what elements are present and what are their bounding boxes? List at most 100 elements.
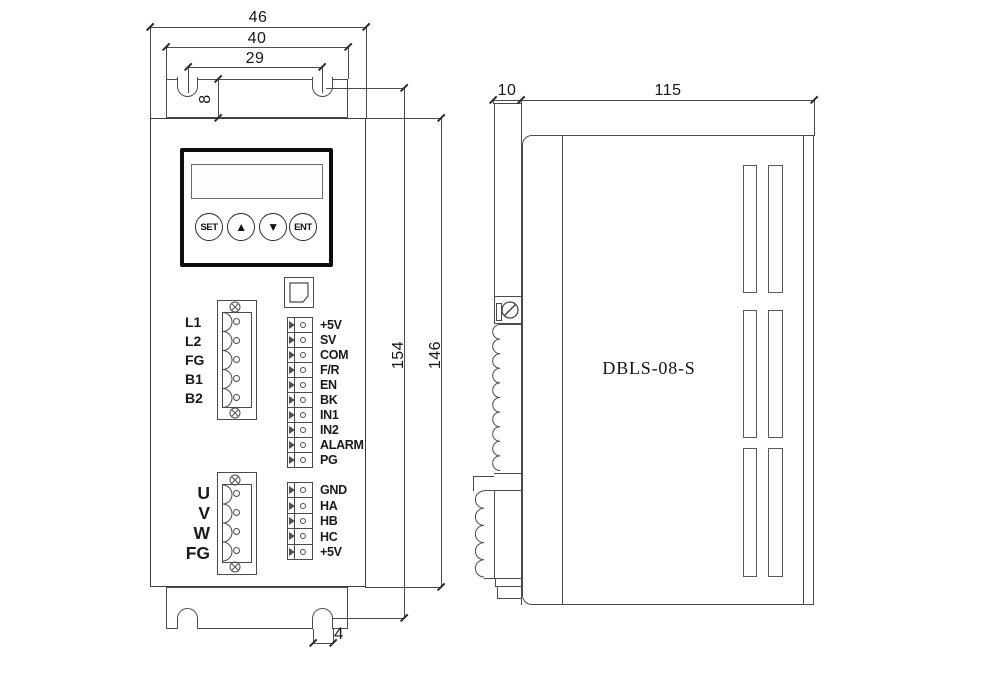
up-arrow-icon: ▲ bbox=[235, 220, 247, 234]
terminal-cell bbox=[288, 514, 312, 530]
extension-line bbox=[322, 67, 323, 93]
motor-terminal-label: V bbox=[198, 503, 210, 523]
io-terminal-label: +5V bbox=[320, 318, 342, 332]
io-terminal-label: IN1 bbox=[320, 408, 339, 422]
body-seam-line bbox=[562, 136, 563, 604]
extension-line bbox=[366, 27, 367, 118]
extension-line bbox=[348, 47, 349, 79]
set-button-label: SET bbox=[200, 221, 218, 233]
motor-terminal-label: U bbox=[197, 483, 210, 503]
screw-head-icon bbox=[501, 301, 519, 319]
terminal-pin bbox=[233, 337, 240, 344]
dim-line bbox=[441, 118, 442, 587]
lcd-screen bbox=[191, 164, 323, 199]
terminal-pin bbox=[233, 318, 240, 325]
hall-terminal-label: HB bbox=[320, 514, 338, 528]
power-terminal-label: FG bbox=[185, 352, 205, 368]
leader-line bbox=[326, 88, 404, 89]
pin-hole bbox=[300, 337, 306, 343]
terminal-pin bbox=[233, 394, 240, 401]
side-screw-box bbox=[494, 296, 522, 324]
hall-terminal-strip bbox=[287, 482, 313, 560]
dim-body-depth: 115 bbox=[654, 82, 682, 99]
connector-foot bbox=[495, 578, 522, 587]
side-screw-tab bbox=[496, 303, 502, 321]
down-button: ▼ bbox=[259, 213, 287, 241]
connector-edge bbox=[484, 490, 522, 491]
terminal-pin bbox=[233, 547, 240, 554]
wire-entry-arcs bbox=[222, 484, 233, 562]
vent-slot bbox=[743, 310, 757, 438]
flange-right-edge bbox=[521, 103, 522, 605]
dim-line bbox=[404, 88, 405, 618]
io-terminal-label: COM bbox=[320, 348, 349, 362]
extension-line bbox=[166, 47, 167, 79]
terminal-cell bbox=[288, 378, 312, 393]
terminal-cell bbox=[288, 333, 312, 348]
dim-line bbox=[188, 67, 323, 68]
power-plug-outline bbox=[222, 312, 252, 408]
connector-edge bbox=[494, 490, 495, 578]
leader-line bbox=[365, 587, 441, 588]
connector-edge bbox=[500, 324, 521, 325]
pin-hole bbox=[300, 487, 306, 494]
power-terminal-label: B1 bbox=[185, 371, 203, 387]
pin-hole bbox=[300, 367, 306, 373]
terminal-cell bbox=[288, 498, 312, 514]
extension-line bbox=[188, 67, 189, 93]
wire-entry-arcs bbox=[222, 312, 233, 408]
hall-terminal-label: HA bbox=[320, 499, 338, 513]
dim-flange-depth: 10 bbox=[497, 82, 517, 99]
step-line bbox=[497, 598, 522, 599]
step-line bbox=[473, 476, 474, 491]
strip-divider-line bbox=[294, 317, 295, 468]
extension-line bbox=[493, 100, 494, 104]
vent-slot bbox=[743, 448, 757, 577]
io-terminal-strip bbox=[287, 317, 313, 468]
dim-line bbox=[218, 79, 219, 118]
connector-scallops bbox=[474, 490, 485, 578]
top-mounting-slot bbox=[177, 77, 198, 97]
clamp-wedge-icon bbox=[289, 532, 295, 541]
side-body-outline bbox=[522, 135, 814, 605]
clamp-wedge-icon bbox=[289, 396, 295, 404]
bottom-mounting-slot bbox=[312, 608, 333, 629]
vent-slot bbox=[768, 165, 783, 293]
terminal-cell bbox=[288, 408, 312, 423]
pin-hole bbox=[300, 412, 306, 418]
dim-slot-span: 29 bbox=[245, 50, 265, 67]
pin-hole bbox=[300, 352, 306, 358]
connector-scallops bbox=[492, 324, 501, 471]
pin-hole bbox=[300, 442, 306, 448]
leader-line bbox=[365, 118, 441, 119]
clamp-wedge-icon bbox=[289, 486, 295, 495]
screw-icon bbox=[229, 407, 241, 419]
step-line bbox=[473, 476, 494, 477]
top-mounting-bracket bbox=[166, 79, 348, 118]
pin-hole bbox=[300, 548, 306, 555]
terminal-cell bbox=[288, 483, 312, 499]
ent-button: ENT bbox=[289, 213, 317, 241]
flange-left-edge bbox=[494, 103, 495, 296]
io-terminal-label: EN bbox=[320, 378, 337, 392]
rj45-port bbox=[284, 277, 314, 308]
clamp-wedge-icon bbox=[289, 366, 295, 374]
pin-hole bbox=[300, 322, 306, 328]
pin-hole bbox=[300, 457, 306, 463]
terminal-cell bbox=[288, 438, 312, 453]
io-terminal-label: ALARM bbox=[320, 438, 364, 452]
pin-hole bbox=[300, 397, 306, 403]
terminal-pin bbox=[233, 509, 240, 516]
extension-line bbox=[814, 100, 815, 136]
terminal-pin bbox=[233, 528, 240, 535]
bottom-mounting-bracket bbox=[166, 587, 348, 629]
set-button: SET bbox=[195, 213, 223, 241]
pin-hole bbox=[300, 518, 306, 525]
vent-slot bbox=[743, 165, 757, 293]
terminal-pin bbox=[233, 375, 240, 382]
model-label: DBLS-08-S bbox=[602, 358, 696, 378]
leader-line bbox=[323, 618, 404, 619]
motor-terminal-block bbox=[217, 472, 257, 575]
